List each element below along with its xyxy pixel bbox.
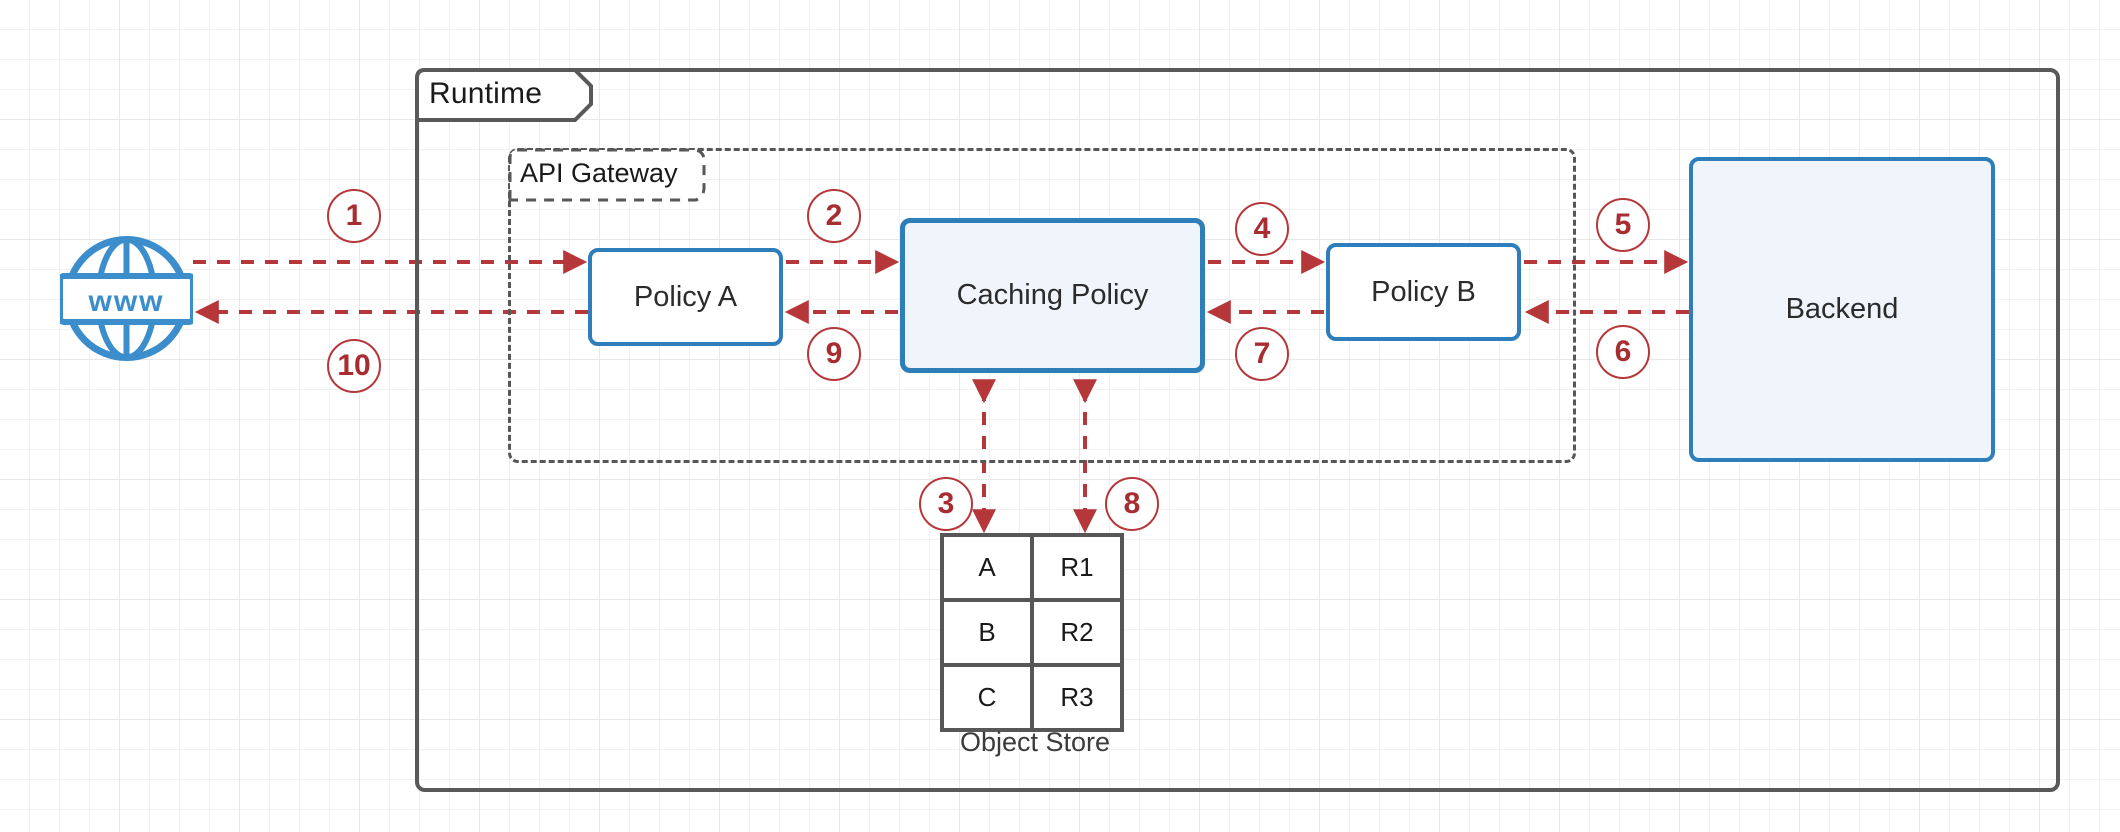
- node-policy-b-label: Policy B: [1371, 275, 1476, 308]
- step-badge-5: 5: [1596, 198, 1650, 252]
- node-policy-a-label: Policy A: [633, 280, 738, 313]
- step-badge-7: 7: [1235, 327, 1289, 381]
- api-gateway-tab-shape: [508, 148, 706, 202]
- runtime-tab-shape: [415, 68, 593, 122]
- node-backend-label: Backend: [1785, 293, 1899, 325]
- api-gateway-label: API Gateway: [520, 158, 678, 188]
- table-row: C R3: [940, 663, 1124, 732]
- step-badge-9: 9: [807, 327, 861, 381]
- step-badge-4: 4: [1235, 202, 1289, 256]
- object-store-key: C: [940, 663, 1034, 732]
- step-badge-10: 10: [327, 339, 381, 393]
- runtime-container: [415, 68, 2060, 792]
- object-store-value: R3: [1030, 663, 1124, 732]
- object-store-value: R2: [1030, 598, 1124, 667]
- step-badge-3: 3: [919, 477, 973, 531]
- node-policy-b[interactable]: Policy B: [1326, 243, 1521, 341]
- globe-www-icon: www: [57, 236, 196, 361]
- svg-text:www: www: [87, 285, 164, 318]
- node-backend[interactable]: Backend: [1689, 157, 1995, 462]
- step-badge-6: 6: [1596, 325, 1650, 379]
- table-row: A R1: [940, 533, 1124, 602]
- node-policy-a[interactable]: Policy A: [588, 248, 783, 346]
- object-store-value: R1: [1030, 533, 1124, 602]
- table-row: B R2: [940, 598, 1124, 667]
- node-caching-policy[interactable]: Caching Policy: [900, 218, 1205, 373]
- object-store-label: Object Store: [959, 727, 1111, 757]
- node-caching-policy-label: Caching Policy: [956, 279, 1149, 311]
- runtime-label: Runtime: [429, 77, 543, 110]
- api-gateway-container: [508, 148, 1576, 463]
- step-badge-1: 1: [327, 189, 381, 243]
- step-badge-8: 8: [1105, 477, 1159, 531]
- step-badge-2: 2: [807, 189, 861, 243]
- object-store-key: B: [940, 598, 1034, 667]
- object-store-table: A R1 B R2 C R3: [940, 533, 1124, 732]
- internet-node[interactable]: www: [57, 232, 196, 365]
- object-store-key: A: [940, 533, 1034, 602]
